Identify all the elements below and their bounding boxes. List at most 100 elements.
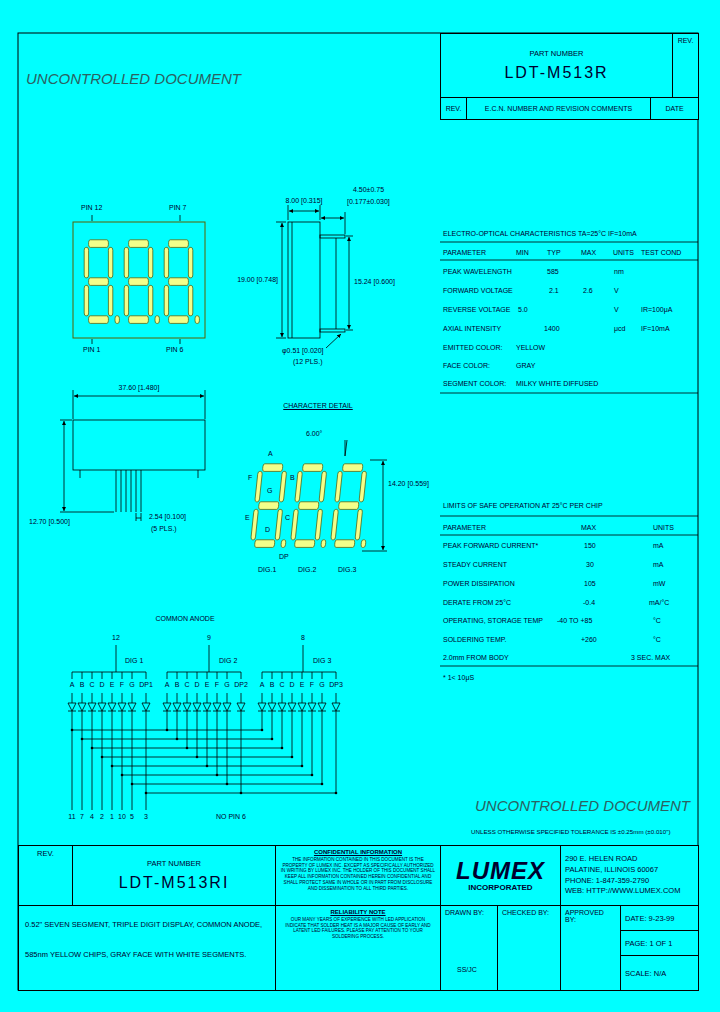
cell-text: OUR MANY YEARS OF EXPERIENCE WITH LED AP… [280, 917, 436, 940]
cell-text: LDT-M513RI [119, 874, 230, 892]
segment-letter: DP [278, 553, 290, 561]
wire [262, 693, 263, 703]
dimension-label: 37.60 [1.480] [118, 384, 161, 392]
diode-symbol [88, 703, 96, 711]
cell-heading: PART NUMBER [530, 49, 584, 58]
diode-symbol [288, 703, 296, 711]
table-cell: UNITS [612, 249, 635, 257]
digit-label: DIG.1 [257, 566, 277, 574]
watermark: UNCONTROLLED DOCUMENT [25, 70, 242, 87]
wire [167, 672, 168, 679]
diode-symbol [128, 703, 136, 711]
segment-name: G [128, 681, 135, 689]
wire [122, 775, 312, 776]
junction-dot [301, 765, 304, 768]
cell-heading: REV. [446, 105, 462, 112]
pin-label: PIN 12 [80, 204, 103, 212]
segment-letter: E [244, 514, 251, 522]
cell-heading: E.C.N. NUMBER AND REVISION COMMENTS [485, 105, 632, 112]
wire [227, 672, 228, 679]
junction-dot [71, 729, 74, 732]
table-cell: IF=10mA [640, 325, 671, 333]
segment-letter: B [289, 474, 296, 482]
table-cell: SEGMENT COLOR: [442, 380, 507, 388]
confidential-box: CONFIDENTIAL INFORMATIONTHE INFORMATION … [275, 845, 441, 906]
wire [92, 693, 93, 703]
cell-heading: CONFIDENTIAL INFORMATION [280, 849, 436, 855]
table-cell: °C [652, 636, 662, 644]
cell-text: SS/JC [445, 966, 493, 987]
wire [72, 672, 146, 673]
wire [132, 784, 322, 785]
diode-symbol [318, 703, 326, 711]
junction-dot [101, 756, 104, 759]
cell-heading: REV. [37, 849, 54, 858]
table-cell: FORWARD VOLTAGE [442, 287, 514, 295]
wire [207, 711, 208, 766]
address-box: 290 E. HELEN ROADPALATINE, ILLINOIS 6006… [560, 845, 699, 906]
table-cell: REVERSE VOLTAGE [442, 306, 511, 314]
watermark: UNCONTROLLED DOCUMENT [474, 797, 691, 814]
wire [92, 672, 93, 679]
scale-cell: SCALE: N/A [620, 955, 699, 991]
wire [177, 672, 178, 679]
junction-dot [226, 783, 229, 786]
diode-symbol [193, 703, 201, 711]
segment-name: B [174, 681, 181, 689]
wire [241, 672, 242, 679]
junction-dot [216, 774, 219, 777]
segment-name: A [164, 681, 171, 689]
wire [122, 693, 123, 703]
diode-symbol [308, 703, 316, 711]
table-cell: OPERATING, STORAGE TEMP [442, 617, 544, 625]
segment-name: F [119, 681, 125, 689]
dimension-label: 8.00 [0.315] [285, 197, 324, 205]
dimension-label: 4.50±0.75 [352, 186, 385, 194]
wire [82, 739, 272, 740]
digit-label: DIG.2 [297, 566, 317, 574]
wire [187, 711, 188, 748]
diode-symbol [268, 703, 276, 711]
diode-symbol [68, 703, 76, 711]
dimension-label: 2.54 [0.100] [148, 513, 187, 521]
dimension-label: (5 PLS.) [150, 525, 178, 533]
table-cell: PEAK FORWARD CURRENT* [442, 542, 539, 550]
wire [217, 693, 218, 703]
cell-heading: 290 E. HELEN ROAD [565, 854, 694, 865]
wire [122, 711, 123, 810]
segment-name: A [69, 681, 76, 689]
approved-by-cell: APPROVED BY: [560, 905, 621, 991]
pin-number: 10 [117, 813, 127, 821]
segment-name: B [79, 681, 86, 689]
wire [217, 672, 218, 679]
junction-dot [240, 792, 243, 795]
table-cell: MILKY WHITE DIFFUSED [515, 380, 599, 388]
dimension-label: 15.24 [0.600] [353, 278, 396, 286]
segment-name: E [109, 681, 116, 689]
table-cell: 2.0mm FROM BODY [442, 654, 510, 662]
table-cell: TEST COND [640, 249, 682, 257]
wire [72, 693, 73, 703]
description-box: 0.52" SEVEN SEGMENT, TRIPLE DIGIT DISPLA… [18, 905, 276, 991]
wire [177, 693, 178, 703]
table-cell: YELLOW [515, 344, 546, 352]
segment-name: DP3 [328, 681, 344, 689]
wire [272, 711, 273, 739]
wire [116, 645, 117, 672]
wire [241, 711, 242, 793]
cell-heading: RELIABILITY NOTE [280, 909, 436, 915]
wire [292, 672, 293, 679]
wire [122, 672, 123, 679]
bottom-view [60, 390, 205, 521]
cell-heading: DATE: 9-23-99 [625, 914, 694, 923]
rev-box: REV. [18, 845, 73, 906]
wire [112, 766, 302, 767]
segment-name: G [318, 681, 325, 689]
wire [187, 693, 188, 703]
table-cell: mW [652, 580, 666, 588]
cell-text: LDT-M513R [504, 64, 608, 82]
cell-heading: REV. [678, 37, 694, 44]
diode-symbol [78, 703, 86, 711]
cell-text: INCORPORATED [468, 883, 532, 892]
date-cell: DATE: 9-23-99 [620, 905, 699, 931]
